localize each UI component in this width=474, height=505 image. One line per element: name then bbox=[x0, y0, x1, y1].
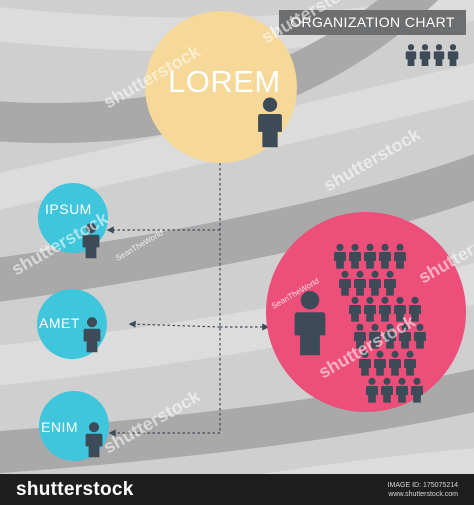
footer-bar: shutterstock IMAGE ID: 175075214 www.shu… bbox=[0, 474, 474, 505]
footer-image-id: IMAGE ID: 175075214 www.shutterstock.com bbox=[388, 481, 458, 499]
footer-logo: shutterstock bbox=[16, 479, 134, 500]
lorem-node-label: LOREM bbox=[168, 64, 281, 99]
arrow-to-amet bbox=[128, 320, 221, 328]
site-url-text: www.shutterstock.com bbox=[388, 491, 458, 498]
diagram-graphic bbox=[0, 0, 474, 474]
connector-lines bbox=[106, 158, 270, 437]
chart-title-banner: ORGANIZATION CHART bbox=[279, 10, 466, 35]
ipsum-node-label: IPSUM bbox=[45, 201, 92, 217]
amet-node-label: AMET bbox=[39, 315, 80, 331]
enim-node-label: ENIM bbox=[41, 419, 78, 435]
image-id-text: IMAGE ID: 175075214 bbox=[387, 482, 458, 489]
